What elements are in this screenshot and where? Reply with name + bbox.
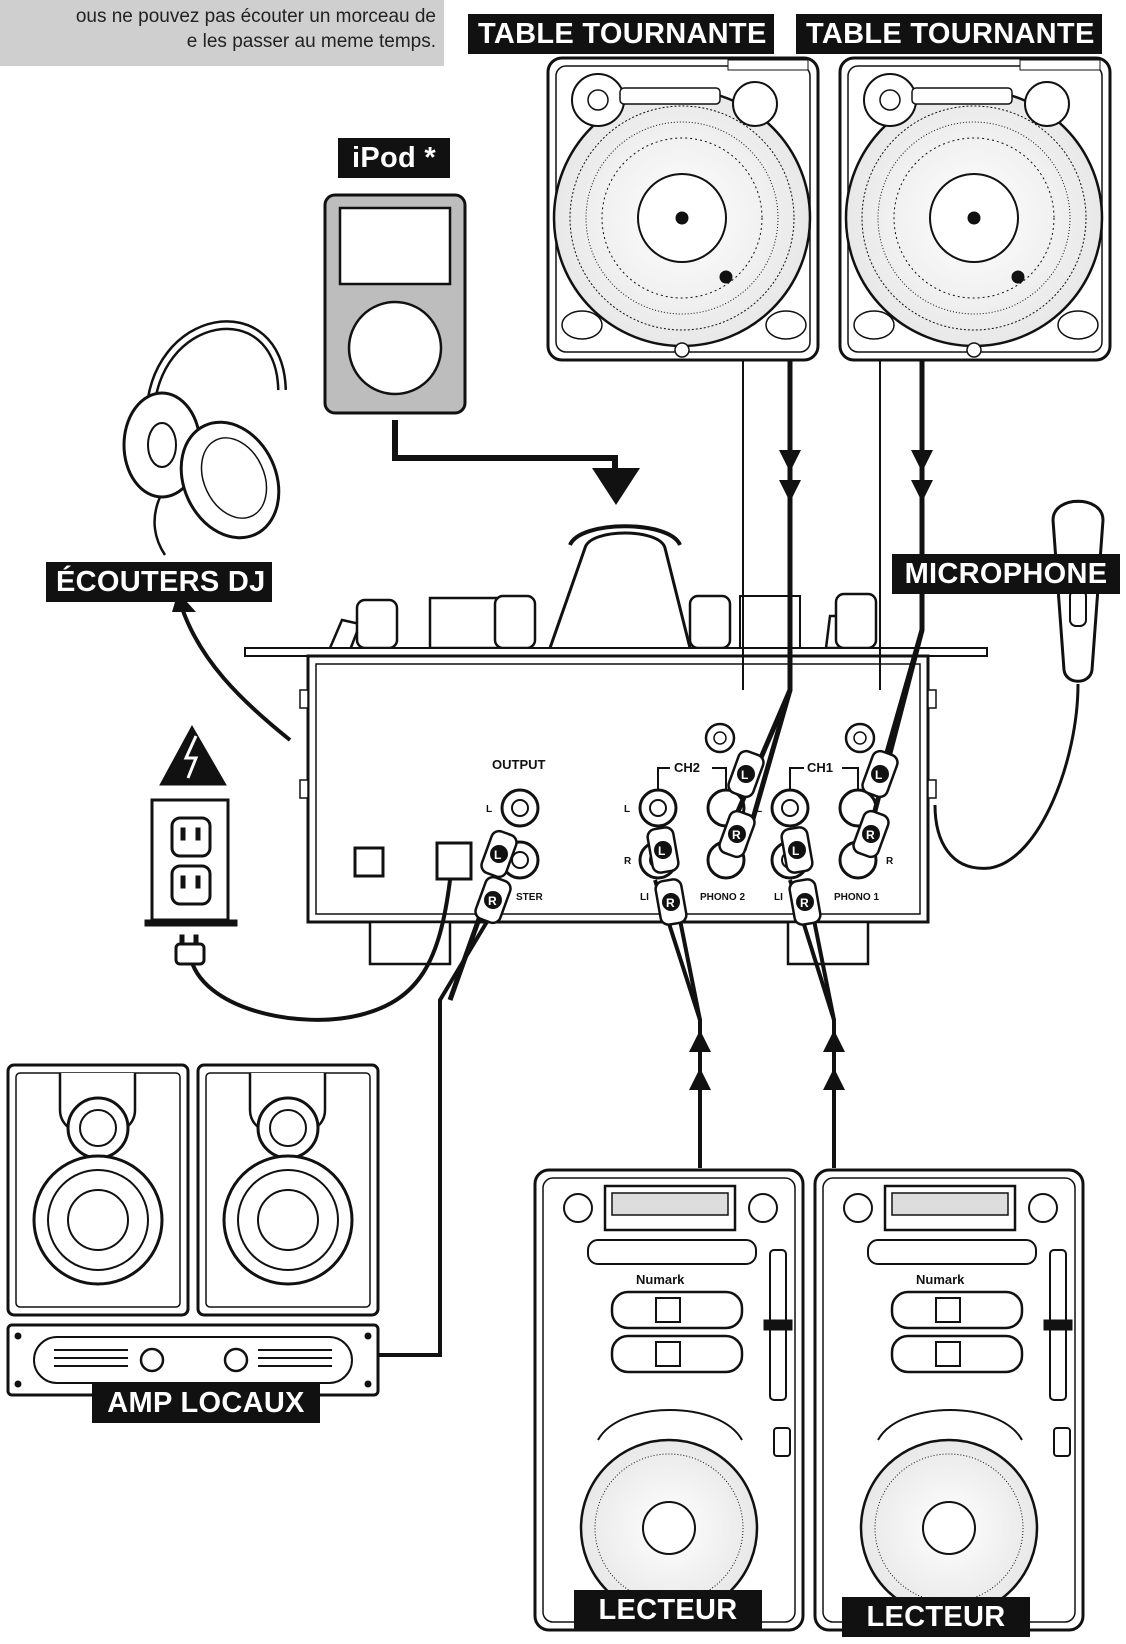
turntable-right-icon <box>838 56 1112 362</box>
output-label: OUTPUT <box>492 757 546 772</box>
arrow-down-icon <box>779 450 801 472</box>
ch1-side-r-label: R <box>886 856 894 867</box>
plug-l-cd-left: L <box>658 844 665 858</box>
ipod-icon <box>323 193 467 415</box>
ipod-label: iPod * <box>338 138 450 178</box>
cd-right-brand: Numark <box>916 1272 965 1287</box>
cd-player-left-icon <box>533 1168 805 1632</box>
ch2-label: CH2 <box>674 760 700 775</box>
plug-l-tt-right: L <box>875 768 882 782</box>
headphones-icon <box>122 320 287 556</box>
player-left-label: LECTEUR <box>574 1590 762 1630</box>
arrow-down-icon <box>911 450 933 472</box>
power-outlet-icon <box>144 724 238 966</box>
turntable-left-label: TABLE TOURNANTE <box>468 14 774 54</box>
ch1-label: CH1 <box>807 760 833 775</box>
amplifier-icon <box>6 1323 380 1397</box>
headphones-label: ÉCOUTERS DJ <box>46 562 272 602</box>
power-plug-icon <box>174 934 206 966</box>
plug-r-cd-left: R <box>666 896 675 910</box>
amp-label: AMP LOCAUX <box>92 1383 320 1423</box>
line2-label: LI <box>640 892 649 903</box>
note-line-2: e les passer au meme temps. <box>186 31 436 52</box>
plug-r-cd-right: R <box>800 896 809 910</box>
microphone-label: MICROPHONE <box>892 554 1120 594</box>
plug-l-output: L <box>494 848 501 862</box>
arrow-up-icon <box>823 1030 845 1052</box>
phono2-label: PHONO 2 <box>700 892 745 903</box>
cd-left-brand: Numark <box>636 1272 685 1287</box>
note-line-1: ous ne pouvez pas écouter un morceau de <box>75 6 436 27</box>
phono1-label: PHONO 1 <box>834 892 879 903</box>
plug-r-tt-left: R <box>732 828 741 842</box>
arrow-down-icon <box>592 468 640 505</box>
speaker-right-icon <box>196 1063 380 1317</box>
high-voltage-warning-icon <box>159 724 227 786</box>
arrow-up-icon <box>689 1068 711 1090</box>
plug-l-cd-right: L <box>792 844 799 858</box>
rca-plugs <box>474 749 899 926</box>
rca-plug-badges: L R L R L R L R L R <box>484 765 889 911</box>
ch2-side-l-label: L <box>624 804 630 815</box>
arrow-down-icon <box>779 480 801 502</box>
arrows <box>172 450 933 1090</box>
line1-label: LI <box>774 892 783 903</box>
plug-l-tt-left: L <box>741 768 748 782</box>
arrow-up-icon <box>823 1068 845 1090</box>
arrow-down-icon <box>911 480 933 502</box>
cd-player-right-icon <box>813 1168 1085 1632</box>
ch1-side-l-label: L <box>756 804 762 815</box>
turntable-right-label: TABLE TOURNANTE <box>796 14 1102 54</box>
output-side-l-label: L <box>486 804 492 815</box>
arrow-up-icon <box>689 1030 711 1052</box>
turntable-left-icon <box>546 56 820 362</box>
master-label: STER <box>516 892 543 903</box>
ch2-side-r-label: R <box>624 856 632 867</box>
speaker-left-icon <box>6 1063 190 1317</box>
plug-r-tt-right: R <box>866 828 875 842</box>
mixer-icon <box>244 524 988 966</box>
cropped-instruction-note: ous ne pouvez pas écouter un morceau de … <box>0 0 444 66</box>
player-right-label: LECTEUR <box>842 1597 1030 1637</box>
plug-r-output: R <box>488 894 497 908</box>
